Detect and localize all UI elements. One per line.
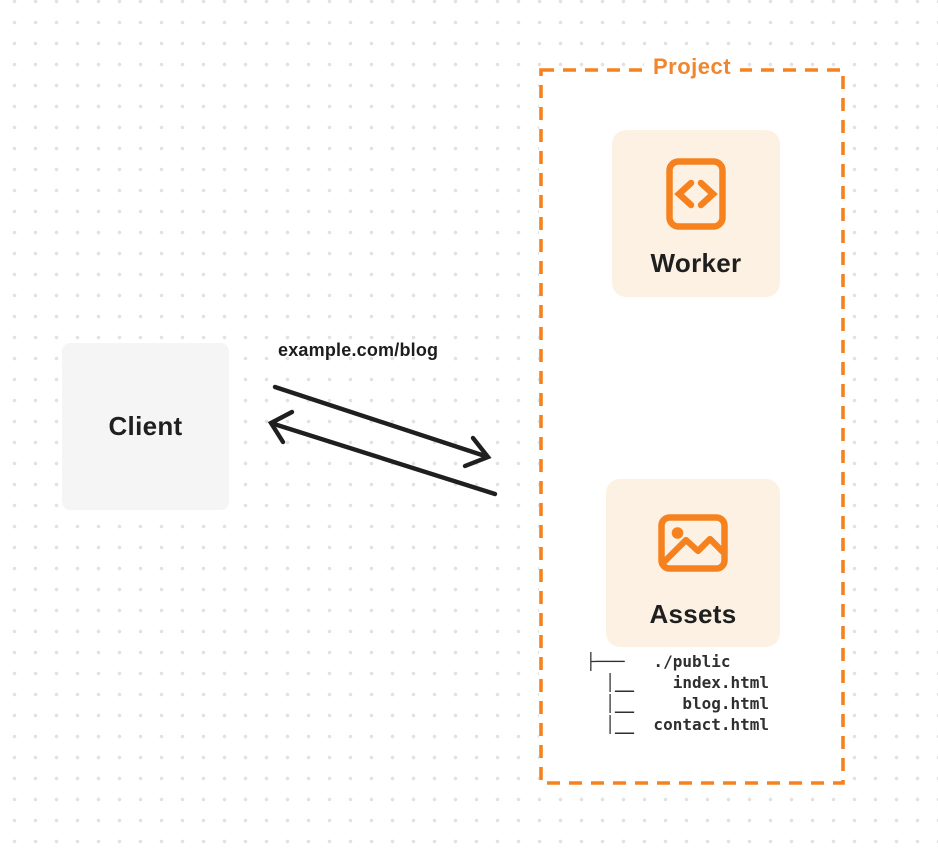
client-label: Client (108, 411, 183, 441)
tree-line-contact: │__ contact.html (586, 715, 770, 734)
image-icon (658, 514, 728, 572)
tree-line-index: │__ index.html (586, 673, 770, 692)
request-url-label: example.com/blog (278, 340, 439, 360)
response-arrow-line (271, 421, 498, 497)
project-dashed-border (539, 68, 845, 785)
request-arrow-head (462, 435, 492, 469)
tree-line-blog: │__ blog.html (586, 694, 770, 713)
response-arrow-head (267, 409, 295, 445)
code-document-icon (666, 158, 726, 230)
assets-node: Assets (606, 479, 780, 647)
tree-line-public: ├─── ./public (586, 652, 731, 671)
project-container: Project Worker Assets ├─── ./public │__ … (539, 52, 845, 785)
project-label: Project (643, 52, 741, 82)
request-arrow-line (272, 384, 488, 459)
worker-node: Worker (612, 130, 780, 297)
assets-label: Assets (649, 599, 737, 629)
assets-file-tree: ├─── ./public │__ index.html │__ blog.ht… (586, 651, 769, 735)
worker-label: Worker (650, 248, 742, 278)
client-node: Client (62, 343, 229, 510)
